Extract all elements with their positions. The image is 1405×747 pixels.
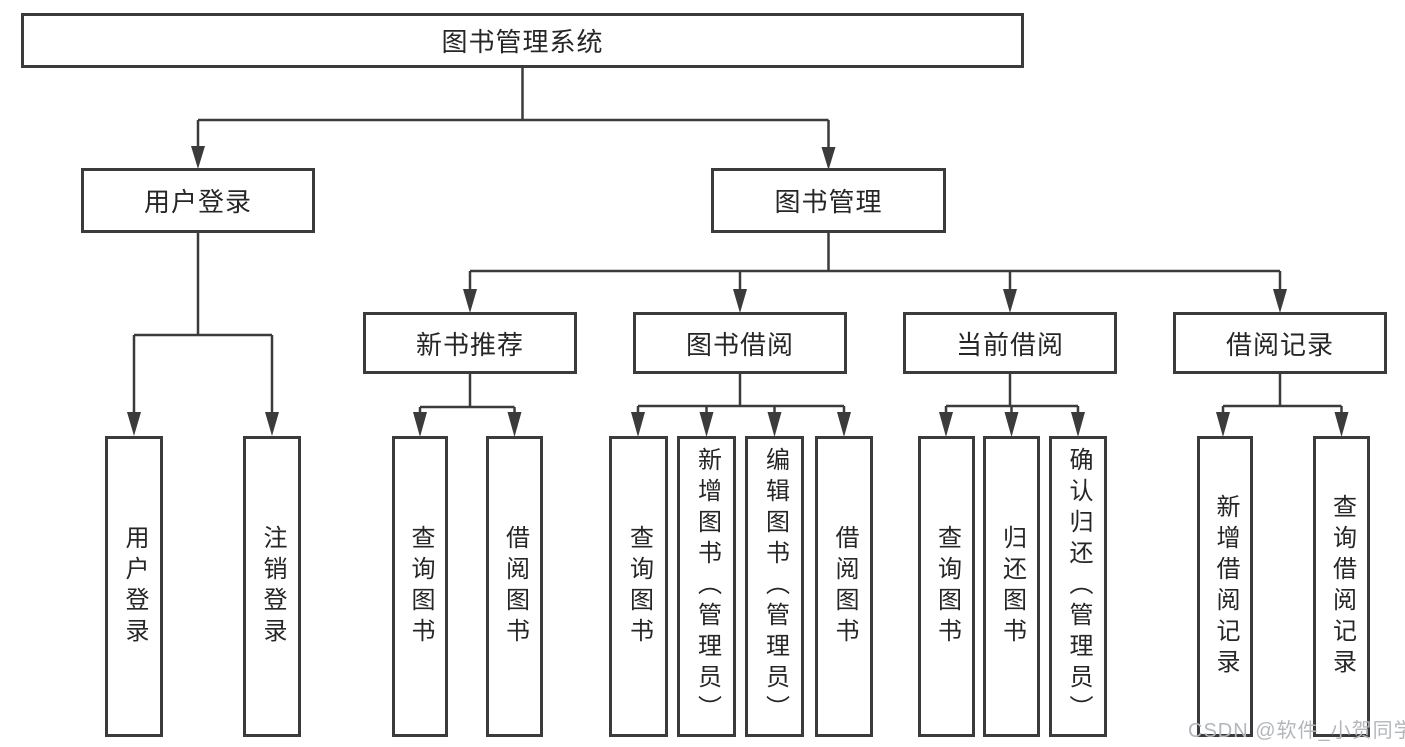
leaf-query-borrow-record: 查询借阅记录: [1313, 436, 1370, 737]
connector-book-borrow-to-leaves: [631, 373, 851, 437]
connector-borrow-records-to-leaves: [1216, 373, 1349, 437]
connector-current-borrow-to-leaves: [939, 373, 1085, 437]
node-user-login: 用户登录: [81, 168, 315, 233]
connector-user-login-to-leaves: [127, 232, 279, 436]
csdn-watermark: CSDN @软件_小贺同学: [1188, 720, 1405, 742]
connector-root-to-level1: [191, 66, 836, 170]
leaf-query-books-borrow: 查询图书: [609, 436, 668, 737]
leaf-add-book-admin: 新增图书（管理员）: [677, 436, 736, 737]
leaf-edit-book-admin: 编辑图书（管理员）: [745, 436, 804, 737]
leaf-add-borrow-record: 新增借阅记录: [1197, 436, 1253, 737]
leaf-borrow-books-recommend: 借阅图书: [486, 436, 543, 737]
leaf-user-login: 用户登录: [105, 436, 163, 737]
leaf-query-books-current: 查询图书: [918, 436, 975, 737]
leaf-borrow-books: 借阅图书: [815, 436, 873, 737]
connector-book-management-to-level2: [463, 232, 1287, 313]
node-book-borrow: 图书借阅: [633, 312, 847, 374]
node-current-borrow: 当前借阅: [903, 312, 1117, 374]
connector-new-book-recommend-to-leaves: [413, 373, 522, 437]
leaf-return-books: 归还图书: [983, 436, 1040, 737]
node-book-management: 图书管理: [711, 168, 946, 233]
leaf-logout: 注销登录: [243, 436, 301, 737]
node-borrow-records: 借阅记录: [1173, 312, 1387, 374]
leaf-query-books-recommend: 查询图书: [392, 436, 448, 737]
node-new-book-recommend: 新书推荐: [363, 312, 577, 374]
node-library-management-system: 图书管理系统: [21, 13, 1024, 68]
leaf-confirm-return-admin: 确认归还（管理员）: [1049, 436, 1107, 737]
